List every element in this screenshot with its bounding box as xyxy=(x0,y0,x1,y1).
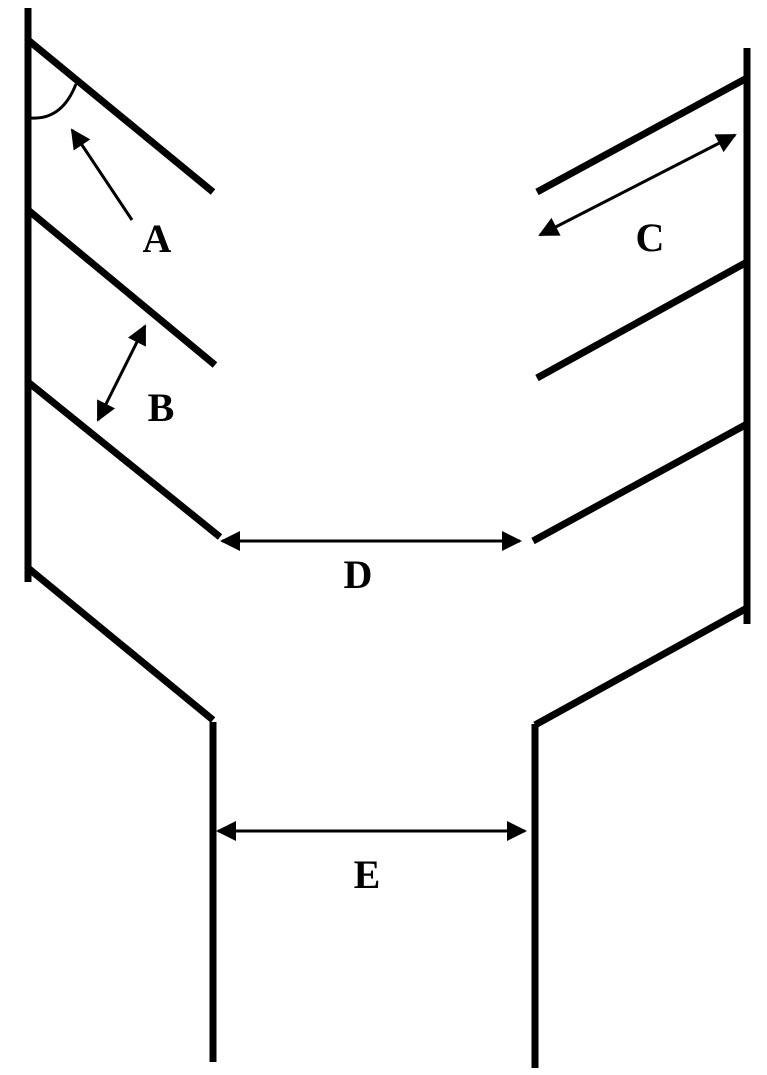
right-fin-2 xyxy=(535,258,749,382)
arrow-b xyxy=(96,324,147,422)
angle-arc-a xyxy=(30,83,78,120)
right-structure xyxy=(531,48,751,1068)
left-fin-2 xyxy=(25,207,218,368)
label-b: B xyxy=(148,385,175,430)
label-a: A xyxy=(143,216,172,261)
right-funnel-slope xyxy=(533,604,749,729)
left-fin-3 xyxy=(25,379,223,540)
right-fin-3 xyxy=(531,420,749,545)
label-c: C xyxy=(636,215,665,260)
label-d: D xyxy=(344,552,373,597)
label-e: E xyxy=(354,852,381,897)
arrow-c xyxy=(538,133,737,237)
arrow-a xyxy=(70,128,134,221)
left-structure xyxy=(24,8,223,1062)
right-fin-1 xyxy=(535,74,749,196)
left-funnel-slope xyxy=(25,565,216,723)
left-fin-1 xyxy=(25,37,216,195)
